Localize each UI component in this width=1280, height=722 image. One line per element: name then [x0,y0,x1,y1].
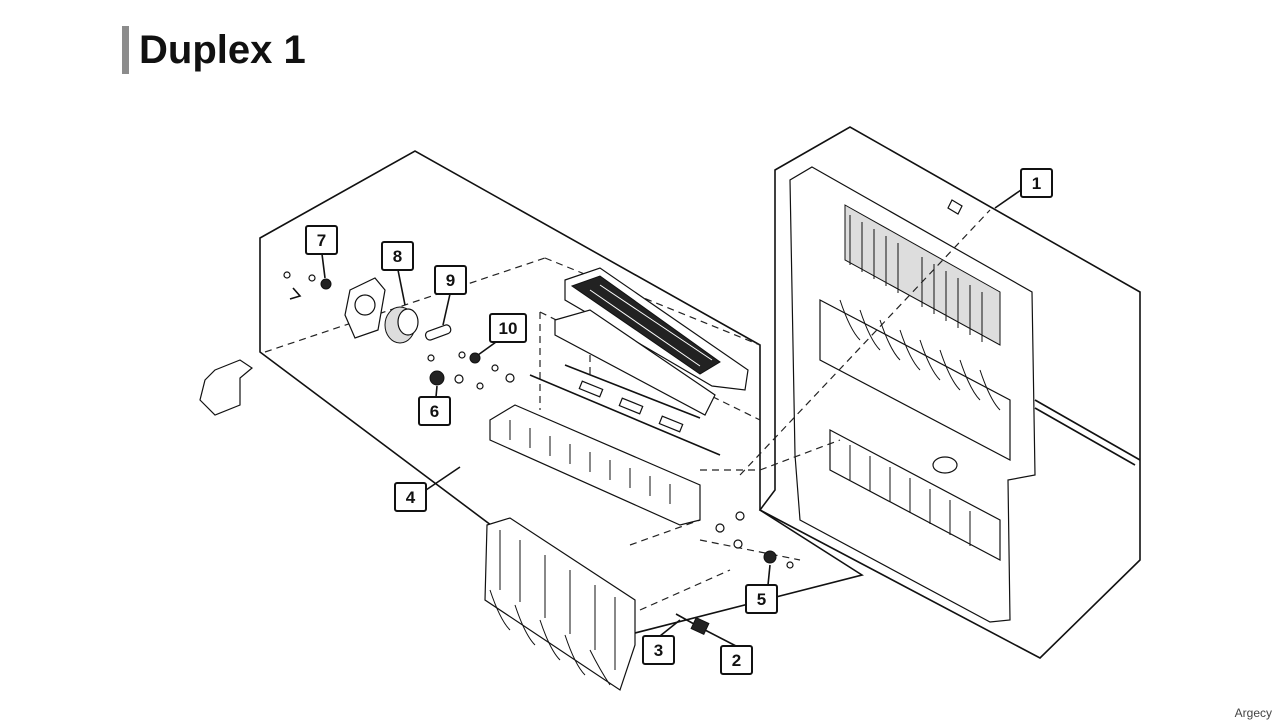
title-accent-bar [122,26,129,74]
svg-text:9: 9 [446,271,455,290]
svg-text:10: 10 [499,319,518,338]
svg-text:5: 5 [757,590,766,609]
svg-text:8: 8 [393,247,402,266]
svg-text:7: 7 [317,231,326,250]
guide-tray-part [554,267,749,416]
bracket-part [199,359,254,416]
roller-shafts [529,364,721,456]
svg-text:1: 1 [1032,174,1041,193]
callout-3: 3 [642,619,681,665]
callout-9: 9 [434,265,467,326]
front-panel-part [484,517,636,691]
callout-5: 5 [745,564,778,614]
callout-10: 10 [477,313,527,356]
svg-text:6: 6 [430,402,439,421]
motor-assembly-part [344,277,419,344]
callout-2: 2 [704,629,753,675]
svg-text:4: 4 [406,488,416,507]
callout-6: 6 [418,385,451,426]
page-title: Duplex 1 [139,28,306,72]
small-gears-parts [283,271,794,636]
callout-7: 7 [305,225,338,279]
subassembly-1-frame [758,126,1141,659]
callout-8: 8 [381,241,414,306]
shaft-pin-part [424,324,452,341]
callout-4: 4 [394,466,461,512]
duplex-cover-part [789,166,1036,623]
svg-text:2: 2 [732,651,741,670]
shaft-line [1034,399,1141,461]
watermark: Argecy [1234,706,1272,720]
lower-frame-part [489,404,701,526]
svg-text:3: 3 [654,641,663,660]
callout-1: 1 [994,168,1053,209]
subassembly-4-frame [259,150,864,634]
